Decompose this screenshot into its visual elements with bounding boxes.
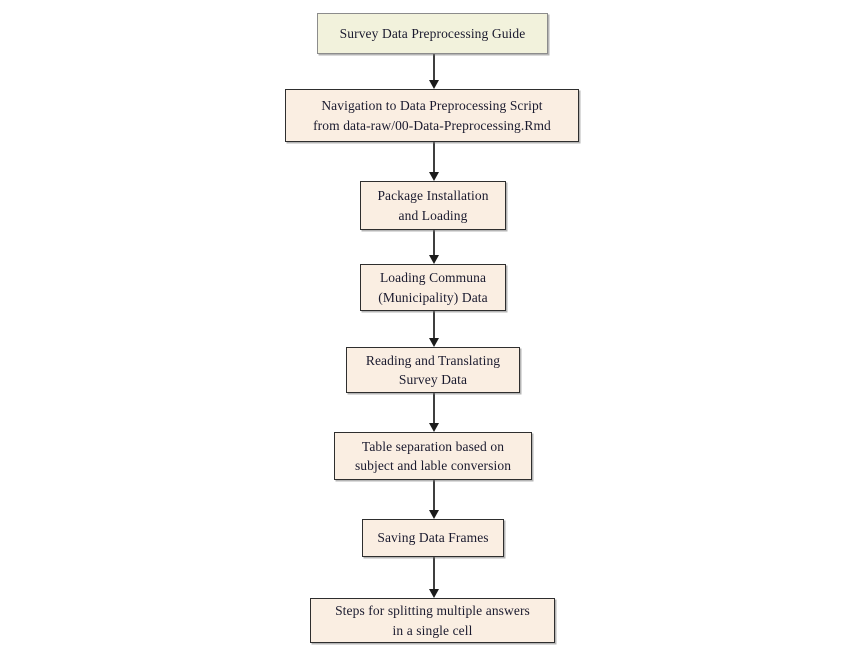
node-label: Package Installation and Loading [377,188,489,223]
node-label: Saving Data Frames [377,530,489,546]
node-label: Navigation to Data Preprocessing Script … [313,98,551,133]
arrowhead-icon [429,589,439,598]
arrow-shaft [433,393,435,424]
arrowhead-icon [429,423,439,432]
flow-arrow [429,393,439,432]
node-navigation-to-script[interactable]: Navigation to Data Preprocessing Script … [285,89,579,142]
flow-arrow [429,230,439,264]
flow-arrow [429,557,439,598]
node-saving-data-frames[interactable]: Saving Data Frames [362,519,504,557]
arrowhead-icon [429,255,439,264]
flow-arrow [429,54,439,89]
node-package-installation[interactable]: Package Installation and Loading [360,181,506,230]
arrowhead-icon [429,510,439,519]
arrowhead-icon [429,172,439,181]
node-label: Survey Data Preprocessing Guide [339,25,526,41]
arrowhead-icon [429,338,439,347]
arrow-shaft [433,142,435,173]
node-reading-translating-survey[interactable]: Reading and Translating Survey Data [346,347,520,393]
flow-arrow [429,480,439,519]
arrowhead-icon [429,80,439,89]
flow-arrow [429,311,439,347]
node-loading-communa-data[interactable]: Loading Communa (Municipality) Data [360,264,506,311]
arrow-shaft [433,230,435,256]
node-table-separation[interactable]: Table separation based on subject and la… [334,432,532,480]
node-label: Reading and Translating Survey Data [365,352,501,387]
node-survey-data-preprocessing-guide[interactable]: Survey Data Preprocessing Guide [317,13,548,54]
arrow-shaft [433,557,435,590]
arrow-shaft [433,54,435,81]
node-label: Table separation based on subject and la… [354,438,512,473]
arrow-shaft [433,480,435,511]
flow-arrow [429,142,439,181]
node-label: Steps for splitting multiple answers in … [335,603,530,638]
node-splitting-multiple-answers[interactable]: Steps for splitting multiple answers in … [310,598,555,643]
node-label: Loading Communa (Municipality) Data [378,270,488,305]
arrow-shaft [433,311,435,339]
